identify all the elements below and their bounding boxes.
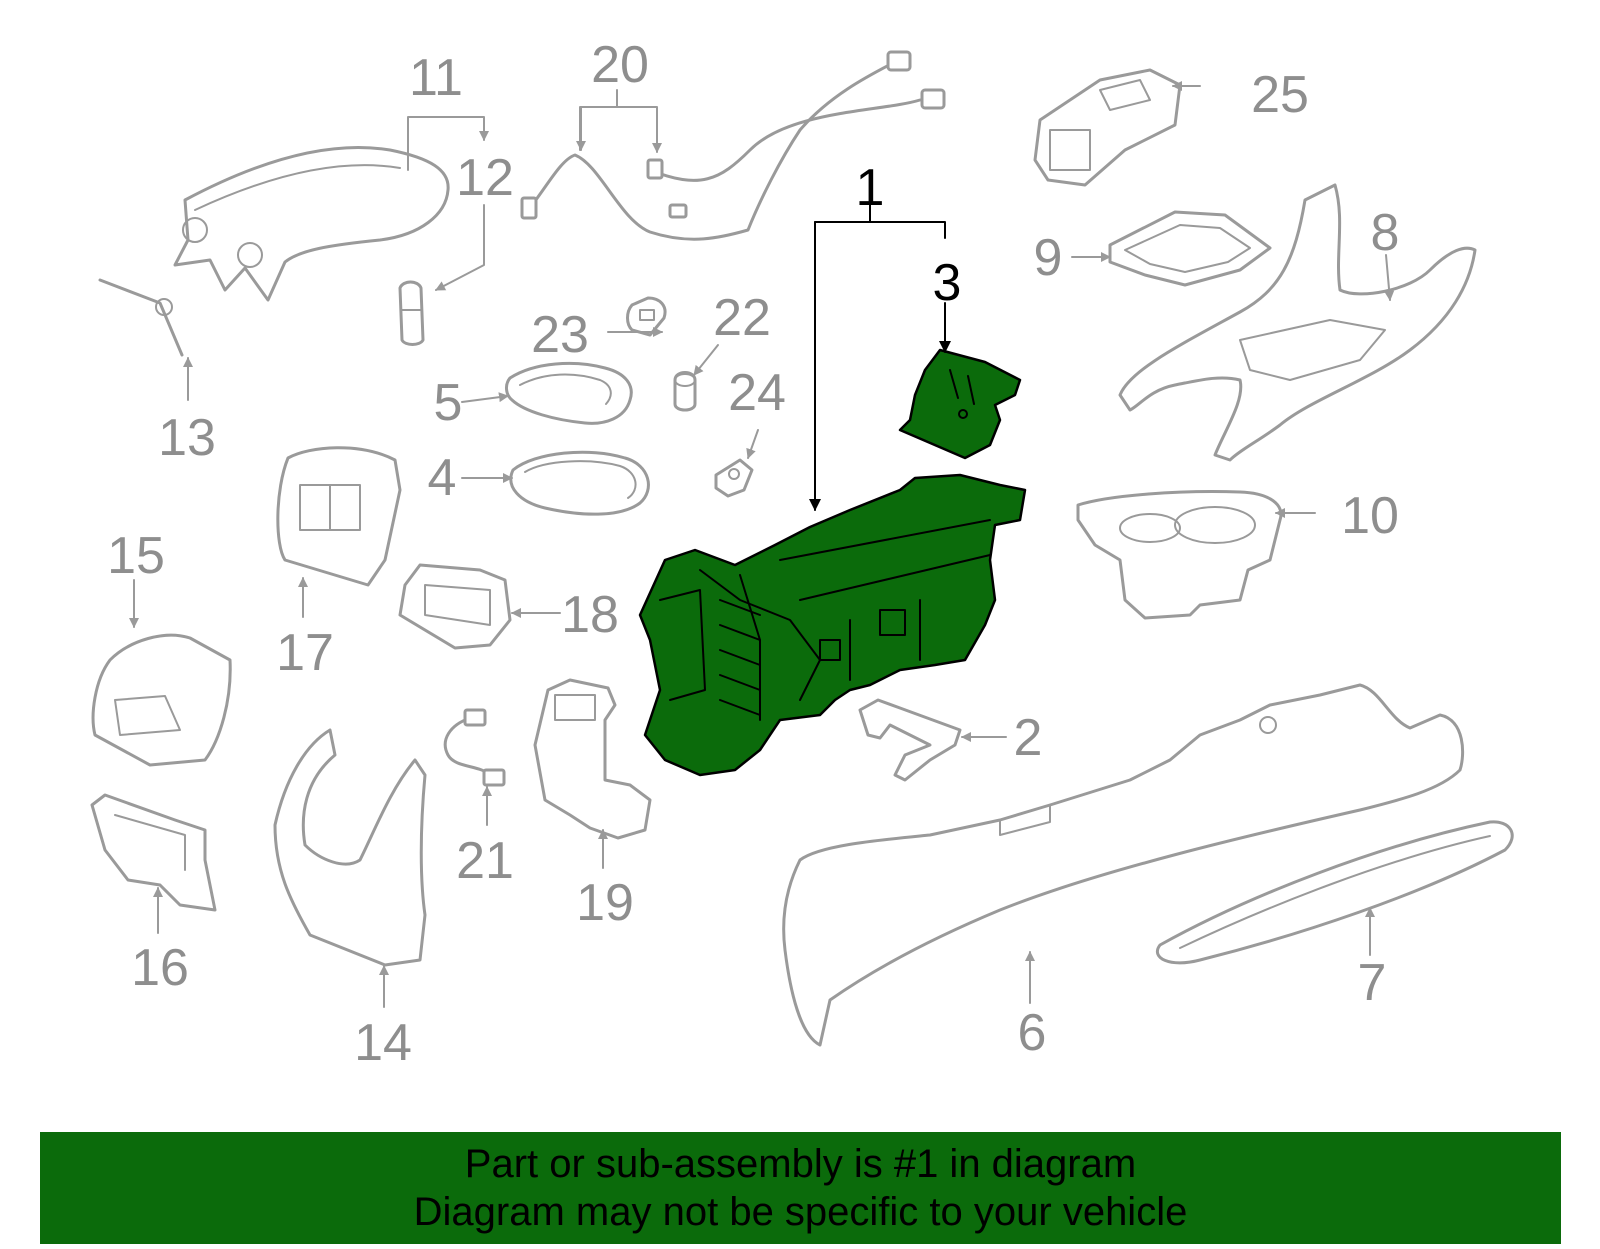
part-8-panel xyxy=(1118,183,1477,462)
part-1-console-body xyxy=(638,473,1027,777)
callout-20: 20 xyxy=(591,36,649,94)
part-16-bracket xyxy=(90,793,217,912)
callout-1: 1 xyxy=(856,159,885,217)
callout-9: 9 xyxy=(1034,229,1063,287)
callout-19: 19 xyxy=(576,874,634,932)
part-20-harness xyxy=(520,50,946,241)
banner-line-2: Diagram may not be specific to your vehi… xyxy=(413,1190,1188,1234)
part-7-trim-strip xyxy=(1156,820,1514,965)
part-13-cable xyxy=(98,278,184,357)
parts-diagram: 1 2 3 4 5 6 7 8 9 10 11 12 13 14 15 16 1… xyxy=(90,36,1514,1072)
leader-lines xyxy=(129,81,1395,1008)
part-2-bracket xyxy=(858,698,962,782)
callout-3: 3 xyxy=(933,254,962,312)
part-5-tray xyxy=(505,361,633,425)
callout-12: 12 xyxy=(456,149,514,207)
part-17-vent xyxy=(276,446,402,587)
callout-23: 23 xyxy=(531,306,589,364)
part-24-clip xyxy=(714,458,754,498)
callout-labels: 1 2 3 4 5 6 7 8 9 10 11 12 13 14 15 16 1… xyxy=(107,36,1399,1072)
part-10-cupholder xyxy=(1076,490,1283,620)
banner-line-1: Part or sub-assembly is #1 in diagram xyxy=(464,1142,1137,1186)
callout-10: 10 xyxy=(1341,487,1399,545)
callout-5: 5 xyxy=(434,374,463,432)
part-18-vent xyxy=(398,563,512,650)
callout-16: 16 xyxy=(131,939,189,997)
callout-6: 6 xyxy=(1018,1004,1047,1062)
part-21-connector xyxy=(443,708,506,787)
callout-17: 17 xyxy=(276,624,334,682)
part-22-bolt xyxy=(673,371,697,412)
callout-18: 18 xyxy=(561,586,619,644)
callout-14: 14 xyxy=(354,1014,412,1072)
info-banner: Part or sub-assembly is #1 in diagram Di… xyxy=(40,1132,1561,1244)
part-15-bezel xyxy=(91,633,232,767)
part-4-mat xyxy=(509,450,650,516)
callout-15: 15 xyxy=(107,527,165,585)
part-23-clip xyxy=(626,296,667,337)
part-14-side-panel xyxy=(273,728,427,967)
callout-13: 13 xyxy=(158,409,216,467)
callout-22: 22 xyxy=(713,289,771,347)
part-6-side-trim xyxy=(782,683,1465,1047)
callout-7: 7 xyxy=(1358,954,1387,1012)
callout-24: 24 xyxy=(728,364,786,422)
callout-21: 21 xyxy=(456,832,514,890)
callout-4: 4 xyxy=(428,449,457,507)
part-11-armrest-lid xyxy=(173,146,450,302)
callout-25: 25 xyxy=(1251,66,1309,124)
part-12-plug xyxy=(398,280,425,346)
part-3-bracket xyxy=(898,348,1022,460)
callout-11: 11 xyxy=(409,49,463,107)
part-19-bracket xyxy=(533,678,652,840)
callout-8: 8 xyxy=(1371,204,1400,262)
leader-lines-highlight xyxy=(809,204,951,511)
part-9-trim xyxy=(1108,210,1272,287)
part-25-switch xyxy=(1033,68,1182,187)
callout-2: 2 xyxy=(1014,709,1043,767)
